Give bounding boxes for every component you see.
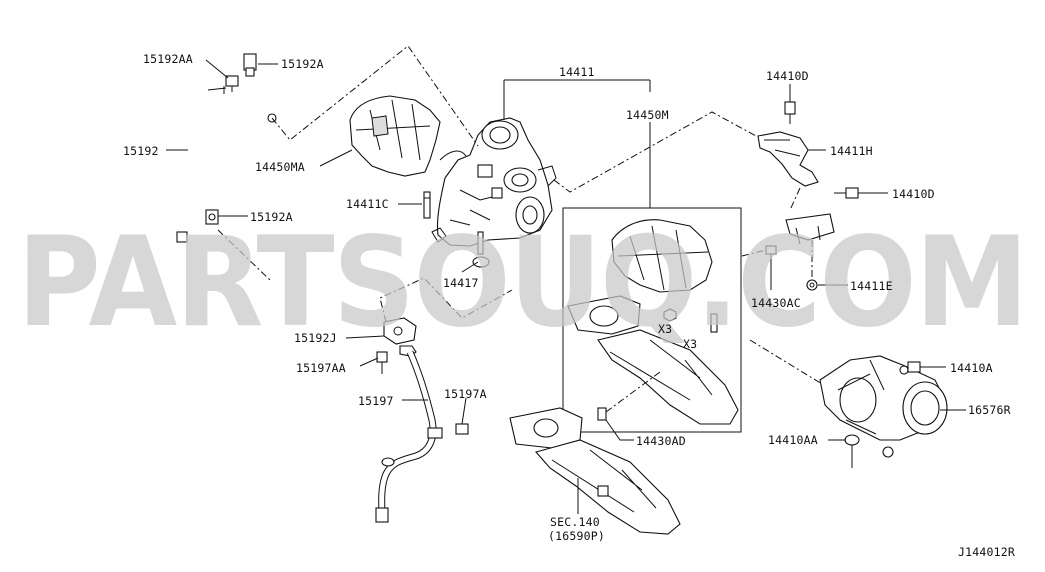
callout-16576r[interactable]: 16576R (968, 403, 1011, 417)
callout-labels: 15192AA 15192A 15192 15192A 14411 14450M… (123, 52, 1015, 559)
callout-15197aa[interactable]: 15197AA (296, 361, 346, 375)
callout-15192a-top[interactable]: 15192A (281, 57, 324, 71)
bolt-14430ac[interactable] (765, 245, 777, 272)
turbocharger-14411[interactable] (431, 117, 557, 247)
heat-shield-lower-14450m[interactable] (597, 329, 739, 425)
bolt-15197aa[interactable] (376, 351, 388, 374)
callout-16590p[interactable]: (16590P) (548, 529, 605, 543)
callout-sec140[interactable]: SEC.140 (550, 515, 600, 529)
callout-14430ad[interactable]: 14430AD (636, 434, 686, 448)
bolt-14410d-top[interactable] (784, 101, 796, 124)
callout-14417[interactable]: 14417 (443, 276, 479, 290)
callout-15192a-lower[interactable]: 15192A (250, 210, 293, 224)
bolt-15197a[interactable] (455, 423, 469, 435)
bolt-14430ad[interactable] (597, 407, 607, 421)
callout-15197a[interactable]: 15197A (444, 387, 487, 401)
callout-15192aa[interactable]: 15192AA (143, 52, 193, 66)
bracket-14411e[interactable] (785, 213, 835, 245)
bolt-14410a[interactable] (907, 361, 921, 373)
gasket-turbo-outlet[interactable] (567, 295, 641, 335)
stud-14417[interactable] (472, 231, 490, 268)
callout-14410d-right[interactable]: 14410D (892, 187, 935, 201)
heat-shield-sec140[interactable] (535, 439, 681, 535)
bracket-14411h[interactable] (757, 131, 819, 187)
bolt-14410d-right[interactable] (834, 187, 859, 199)
watermark-text: PARTSOUQ.COM (17, 211, 1027, 355)
reference-code: J144012R (958, 545, 1015, 559)
callout-14430ac[interactable]: 14430AC (751, 296, 801, 310)
leader-lines (166, 59, 966, 514)
oil-return-tube-15197[interactable] (375, 350, 443, 523)
callout-15192j[interactable]: 15192J (294, 331, 337, 345)
callout-14411e[interactable]: 14411E (850, 279, 893, 293)
relation-lines (217, 45, 823, 413)
callout-14410d-top[interactable]: 14410D (766, 69, 809, 83)
callout-14411[interactable]: 14411 (559, 65, 595, 79)
callout-15197[interactable]: 15197 (358, 394, 394, 408)
kit-box-14450m (562, 207, 742, 433)
nut-x3[interactable] (663, 308, 677, 322)
callout-14411c[interactable]: 14411C (346, 197, 389, 211)
callout-14411h[interactable]: 14411H (830, 144, 873, 158)
bolt-15192a-lower[interactable] (205, 209, 219, 225)
callout-15192[interactable]: 15192 (123, 144, 159, 158)
heat-insulator-14450m[interactable] (611, 219, 713, 293)
callout-14410aa[interactable]: 14410AA (768, 433, 818, 447)
washer-14410aa[interactable] (844, 434, 860, 468)
banjo-bolt-15192aa[interactable] (225, 75, 239, 92)
heat-insulator-14450ma[interactable] (349, 95, 441, 177)
stud-x3[interactable] (710, 313, 718, 333)
callout-14410a[interactable]: 14410A (950, 361, 993, 375)
outlet-housing-16576r[interactable] (819, 355, 948, 458)
bolt-15192a-top[interactable] (243, 53, 257, 77)
callout-x3-nut[interactable]: X3 (658, 322, 672, 336)
stud-14411c[interactable] (423, 191, 431, 219)
callout-14450m[interactable]: 14450M (626, 108, 669, 122)
callout-14450ma[interactable]: 14450MA (255, 160, 305, 174)
nut-14411e[interactable] (806, 279, 818, 291)
callout-x3-stud[interactable]: X3 (683, 337, 697, 351)
